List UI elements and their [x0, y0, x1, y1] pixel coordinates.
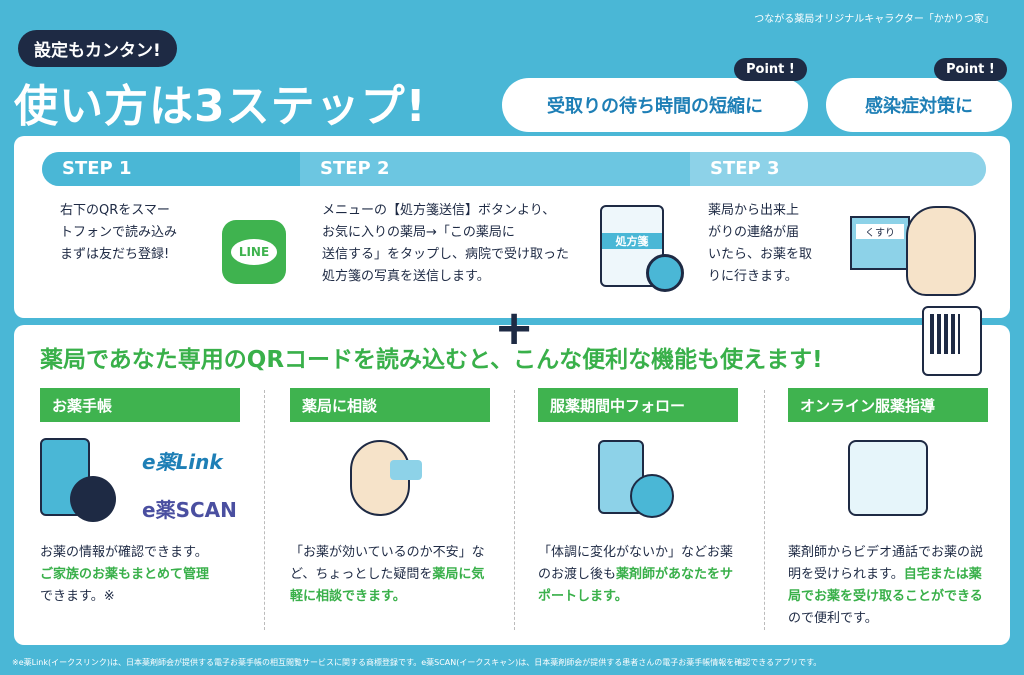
point-tag: Point ! — [934, 58, 1007, 81]
step-2-label: STEP 2 — [300, 152, 690, 186]
step-bar: STEP 1 STEP 2 STEP 3 — [42, 152, 986, 186]
features-card — [14, 325, 1010, 645]
qr-code-icon[interactable] — [922, 306, 982, 376]
video-call-icon — [848, 440, 928, 516]
pharmacist-avatar-icon — [630, 474, 674, 518]
feature-consult-pharmacy: 薬局に相談 「お薬が効いているのか不安」など、ちょっとした疑問を薬局に気軽に相談… — [290, 388, 490, 608]
feature-online-guidance: オンライン服薬指導 薬剤師からビデオ通話でお薬の説明を受けられます。自宅または薬… — [788, 388, 988, 630]
step-3-text: 薬局から出来上がりの連絡が届いたら、お薬を取りに行きます。 — [708, 203, 813, 284]
plus-icon: + — [494, 300, 535, 356]
footnote: ※e薬Link(イークスリンク)は、日本薬剤師会が提供する電子お薬手帳の相互閲覧… — [12, 658, 822, 667]
line-app-icon: LINE — [222, 220, 286, 284]
step-3-label: STEP 3 — [690, 152, 986, 186]
features-headline: 薬局であなた専用のQRコードを読み込むと、こんな便利な機能も使えます! — [40, 347, 823, 373]
page-title: 使い方は3ステップ! — [14, 81, 427, 132]
chat-bubble-icon — [390, 460, 422, 480]
feature-follow-up: 服薬期間中フォロー 「体調に変化がないか」などお薬のお渡し後も薬剤師があなたをサ… — [538, 388, 738, 608]
clock-icon — [70, 476, 116, 522]
step-1-text: 右下のQRをスマートフォンで読み込みまずは友だち登録! — [60, 203, 178, 262]
step-2-text: メニューの【処方箋送信】ボタンより、お気に入りの薬局→「この薬局に送信する」をタ… — [322, 203, 570, 284]
e-kusuri-link-logo: e薬Link — [142, 450, 223, 474]
point-wait-time: 受取りの待ち時間の短縮に — [502, 78, 808, 132]
easy-setup-badge: 設定もカンタン! — [18, 30, 177, 67]
pharmacist-character-icon — [906, 206, 976, 296]
point-text: 受取りの待ち時間の短縮に — [547, 96, 763, 117]
feature-title: お薬手帳 — [40, 388, 240, 422]
feature-title: オンライン服薬指導 — [788, 388, 988, 422]
feature-title: 薬局に相談 — [290, 388, 490, 422]
camera-icon — [646, 254, 684, 292]
feature-medication-notebook: お薬手帳 e薬Link e薬SCAN お薬の情報が確認できます。ご家族のお薬もま… — [40, 388, 240, 608]
step-1-label: STEP 1 — [42, 152, 300, 186]
feature-title: 服薬期間中フォロー — [538, 388, 738, 422]
point-infection: 感染症対策に — [826, 78, 1012, 132]
pharmacy-icon: くすり — [850, 216, 910, 270]
character-credit: つながる薬局オリジナルキャラクター「かかりつ家」 — [754, 14, 994, 25]
e-kusuri-scan-logo: e薬SCAN — [142, 498, 237, 522]
point-tag: Point ! — [734, 58, 807, 81]
point-text: 感染症対策に — [865, 96, 973, 117]
